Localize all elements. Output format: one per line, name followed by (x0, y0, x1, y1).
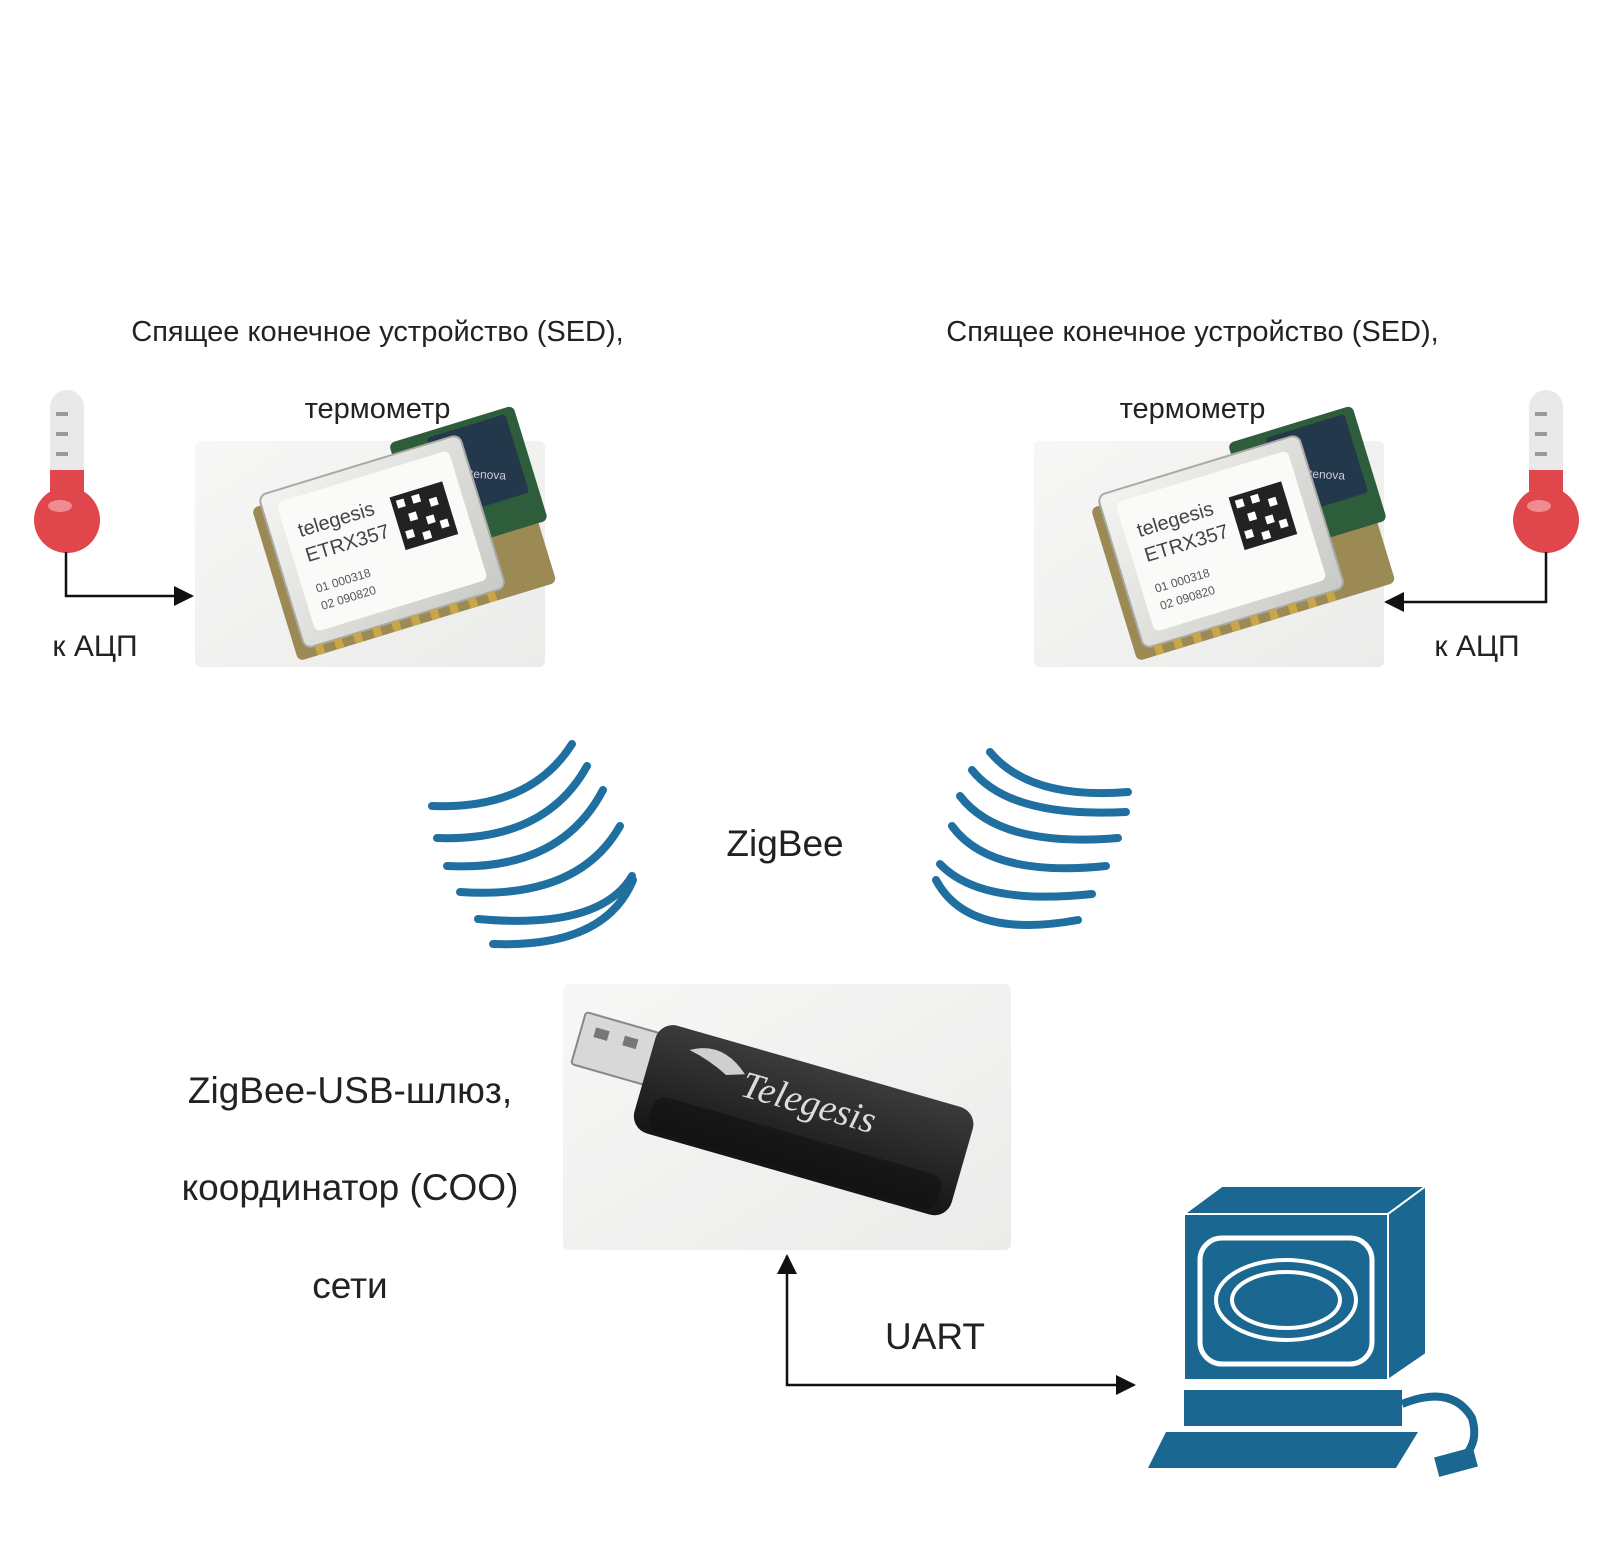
sed-left-title: Спящее конечное устройство (SED), термом… (60, 275, 695, 466)
computer-icon (1148, 1184, 1479, 1477)
coordinator-label: ZigBee-USB-шлюз, координатор (COO) сети (130, 1018, 570, 1360)
adc-label-left: к АЦП (52, 630, 138, 663)
datamatrix-icon-left (389, 481, 459, 551)
sed-right-title: Спящее конечное устройство (SED), термом… (875, 275, 1510, 466)
thermometer-icon-right (1513, 390, 1579, 553)
adc-label-right: к АЦП (1434, 630, 1520, 663)
zigbee-link-label: ZigBee (726, 823, 844, 864)
uart-link-label: UART (884, 1316, 986, 1357)
coordinator-label-line1: ZigBee-USB-шлюз, (187, 1069, 513, 1111)
sed-left-title-line1: Спящее конечное устройство (SED), (131, 316, 624, 349)
radio-waves-icon-left (428, 740, 637, 949)
sed-right-title-line2: термометр (1119, 392, 1266, 425)
zigbee-module-image-right: antenova telegesis ETRX357 01 000318 02 … (1034, 406, 1395, 667)
coordinator-label-line2: координатор (COO) (181, 1167, 519, 1209)
radio-waves-icon-right (932, 748, 1132, 929)
coordinator-label-line3: сети (312, 1265, 388, 1307)
adc-arrow-right (1384, 552, 1548, 612)
uart-arrow (777, 1254, 1136, 1395)
usb-dongle-image: Telegesis (563, 984, 1011, 1250)
sed-left-title-line2: термометр (304, 392, 451, 425)
thermometer-icon-left (34, 390, 100, 553)
sed-right-title-line1: Спящее конечное устройство (SED), (946, 316, 1439, 349)
datamatrix-icon-right (1228, 481, 1298, 551)
zigbee-module-image-left: antenova telegesis ETRX357 01 000318 02 … (195, 406, 556, 667)
adc-arrow-left (64, 552, 194, 606)
